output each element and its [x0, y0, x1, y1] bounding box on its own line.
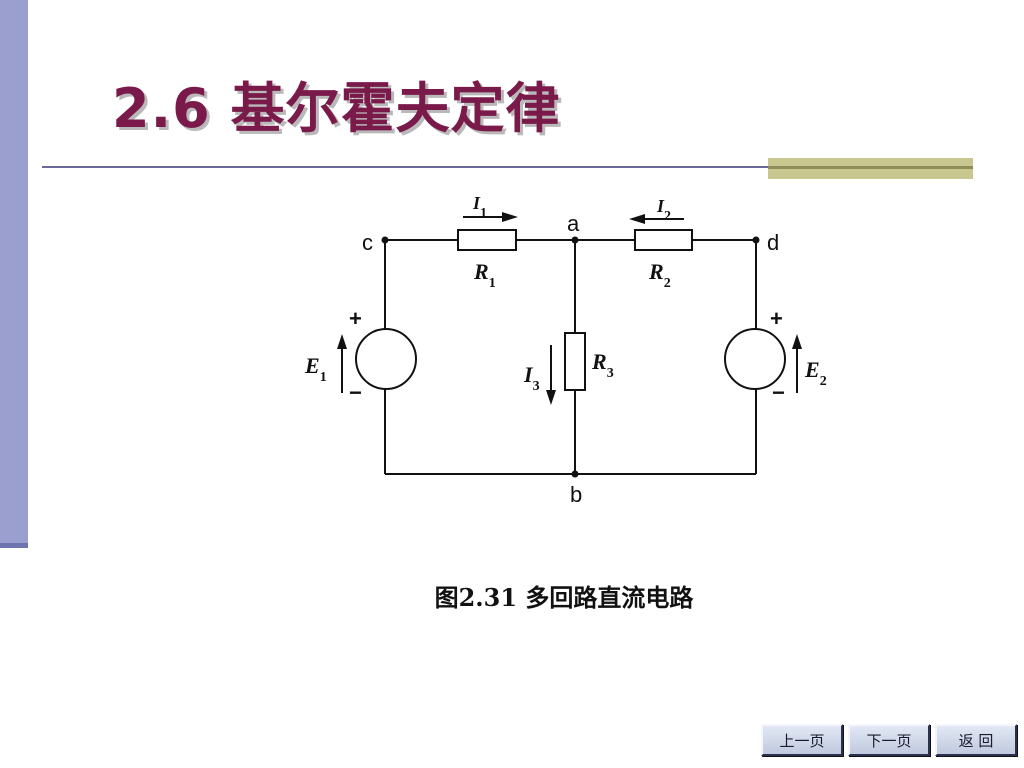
e1-plus-sign: +	[349, 306, 362, 331]
figure-caption: 图2.31 多回路直流电路	[434, 583, 694, 612]
label-e2: E2	[804, 357, 827, 389]
arrow-e1-head	[337, 334, 347, 349]
label-r1: R1	[473, 259, 496, 291]
prev-page-button[interactable]: 上一页	[761, 724, 843, 756]
node-label-c: c	[362, 230, 373, 255]
arrow-e2-head	[792, 334, 802, 349]
figure-caption-wrap: 图2.31 多回路直流电路	[0, 578, 1024, 613]
e2-minus-sign: −	[772, 380, 785, 405]
back-button[interactable]: 返 回	[935, 724, 1017, 756]
resistor-r1	[457, 229, 517, 251]
label-r2: R2	[648, 259, 671, 291]
source-e1	[355, 328, 417, 390]
arrow-i1-head	[502, 212, 518, 222]
resistor-r3	[564, 332, 586, 391]
node-label-b: b	[570, 482, 582, 507]
next-page-button[interactable]: 下一页	[848, 724, 930, 756]
source-e2	[724, 328, 786, 390]
title-underline	[42, 166, 770, 168]
node-a-dot	[571, 236, 579, 244]
arrow-i2-head	[629, 214, 645, 224]
arrow-i3-head	[546, 390, 556, 405]
label-e1: E1	[304, 353, 327, 385]
node-c-dot	[381, 236, 389, 244]
node-label-d: d	[767, 230, 779, 255]
slide-title: 2.6 基尔霍夫定律	[112, 77, 561, 140]
node-label-a: a	[567, 211, 580, 236]
label-i3: I3	[523, 362, 540, 394]
label-r3: R3	[591, 349, 614, 381]
e2-plus-sign: +	[770, 306, 783, 331]
left-decor-bar	[0, 0, 28, 546]
e1-minus-sign: −	[349, 380, 362, 405]
left-decor-bar-foot	[0, 543, 28, 548]
title-accent-line	[768, 166, 973, 169]
node-d-dot	[752, 236, 760, 244]
node-b-dot	[571, 470, 579, 478]
resistor-r2	[634, 229, 693, 251]
